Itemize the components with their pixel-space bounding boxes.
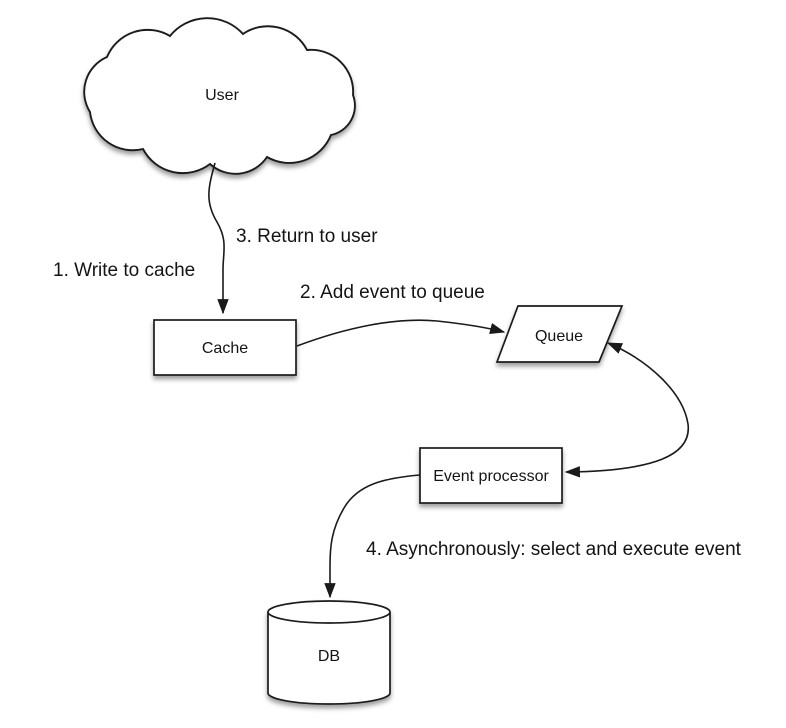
- db-cylinder-body: [267, 612, 391, 705]
- edge-label-async-execute: 4. Asynchronously: select and execute ev…: [366, 539, 742, 560]
- db-cylinder-top: [267, 600, 391, 624]
- event-processor-node-label: Event processor: [433, 468, 549, 485]
- user-cloud-node: User: [83, 17, 356, 175]
- edge-label-write-to-cache: 1. Write to cache: [53, 260, 195, 281]
- edge-label-add-event-to-queue: 2. Add event to queue: [300, 282, 485, 303]
- db-node: DB: [267, 600, 391, 705]
- db-node-label: DB: [318, 648, 340, 665]
- cache-rect: [153, 319, 297, 376]
- queue-node-label: Queue: [535, 328, 583, 345]
- cloud-shape: [83, 17, 356, 175]
- edge-processor-to-db: [324, 474, 421, 599]
- edge-cache-to-queue: [296, 319, 506, 347]
- queue-node: Queue: [495, 305, 624, 363]
- edge-label-return-to-user: 3. Return to user: [236, 226, 378, 247]
- cache-node: Cache: [153, 319, 297, 376]
- event-processor-rect: [419, 447, 563, 504]
- user-node-label: User: [205, 87, 239, 104]
- cache-node-label: Cache: [202, 340, 248, 357]
- edge-user-to-cache: [208, 162, 229, 315]
- edge-queue-event-processor: [564, 342, 689, 478]
- event-processor-node: Event processor: [419, 447, 563, 504]
